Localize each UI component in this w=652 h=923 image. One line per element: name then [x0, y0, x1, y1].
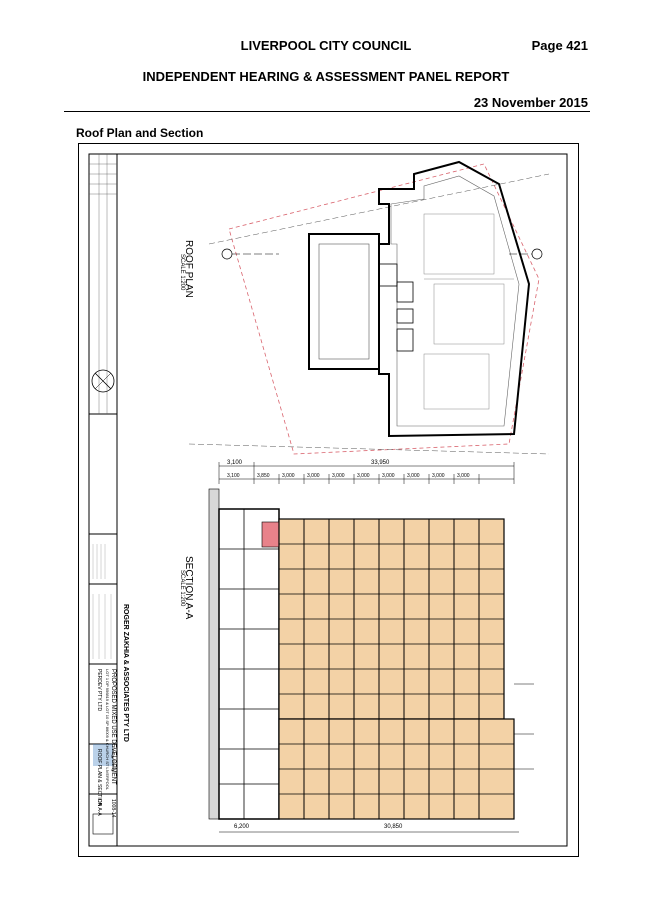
roof-plan: [188, 160, 550, 455]
header-rule: [64, 111, 590, 112]
section-title: Roof Plan and Section: [76, 126, 204, 140]
bay-dimension: 3,000: [357, 473, 370, 479]
roof-plan-scale: SCALE 1:200: [179, 254, 185, 291]
council-name: LIVERPOOL CITY COUNCIL: [240, 38, 412, 53]
drawing-frame: [88, 153, 568, 847]
dimension-left: 3,100: [227, 460, 243, 466]
report-date: 23 November 2015: [473, 95, 588, 110]
dimension-bottom: 30,850: [384, 824, 403, 830]
energy-rating-label: Energy Rating: [111, 746, 116, 772]
bay-dimension: 3,000: [307, 473, 320, 479]
page-number: Page 421: [531, 38, 588, 53]
architectural-drawing: ROOF PLAN SCALE 1:200 SECTION A-A SCALE …: [78, 143, 579, 857]
firm-name: ROGER ZAKHIA & ASSOCIATES PTY LTD: [122, 604, 129, 742]
bay-dimension: 3,000: [432, 473, 445, 479]
bay-dimension: 3,000: [407, 473, 420, 479]
dimension-bottom-left: 6,200: [234, 824, 250, 830]
title-block: [89, 154, 118, 846]
project-address: LOT 1 DP 956819 & LOT 10 SP 86009 & CHUR…: [105, 669, 110, 791]
section-marker-icon: [531, 248, 543, 260]
bay-dimension: 3,000: [282, 473, 295, 479]
drawing-number: 1008-14: [110, 799, 116, 818]
revision: DA: [96, 799, 102, 806]
bay-dimension: 3,000: [457, 473, 470, 479]
energy-rating-logo: [93, 744, 113, 766]
section-a-a: [208, 462, 534, 833]
drawing-canvas: [88, 153, 568, 847]
client-name: PERDEV PTY LTD: [96, 669, 102, 712]
bay-dimension: 3,100: [227, 473, 240, 479]
section-marker-icon: [221, 248, 233, 260]
report-title: INDEPENDENT HEARING & ASSESSMENT PANEL R…: [142, 69, 510, 84]
bay-dimension: 3,850: [257, 473, 270, 479]
bay-dimension: 3,000: [332, 473, 345, 479]
dimension-top: 33,950: [371, 460, 390, 466]
north-arrow-icon: [91, 369, 115, 393]
bay-dimension: 3,000: [382, 473, 395, 479]
section-scale: SCALE 1:200: [179, 570, 185, 607]
